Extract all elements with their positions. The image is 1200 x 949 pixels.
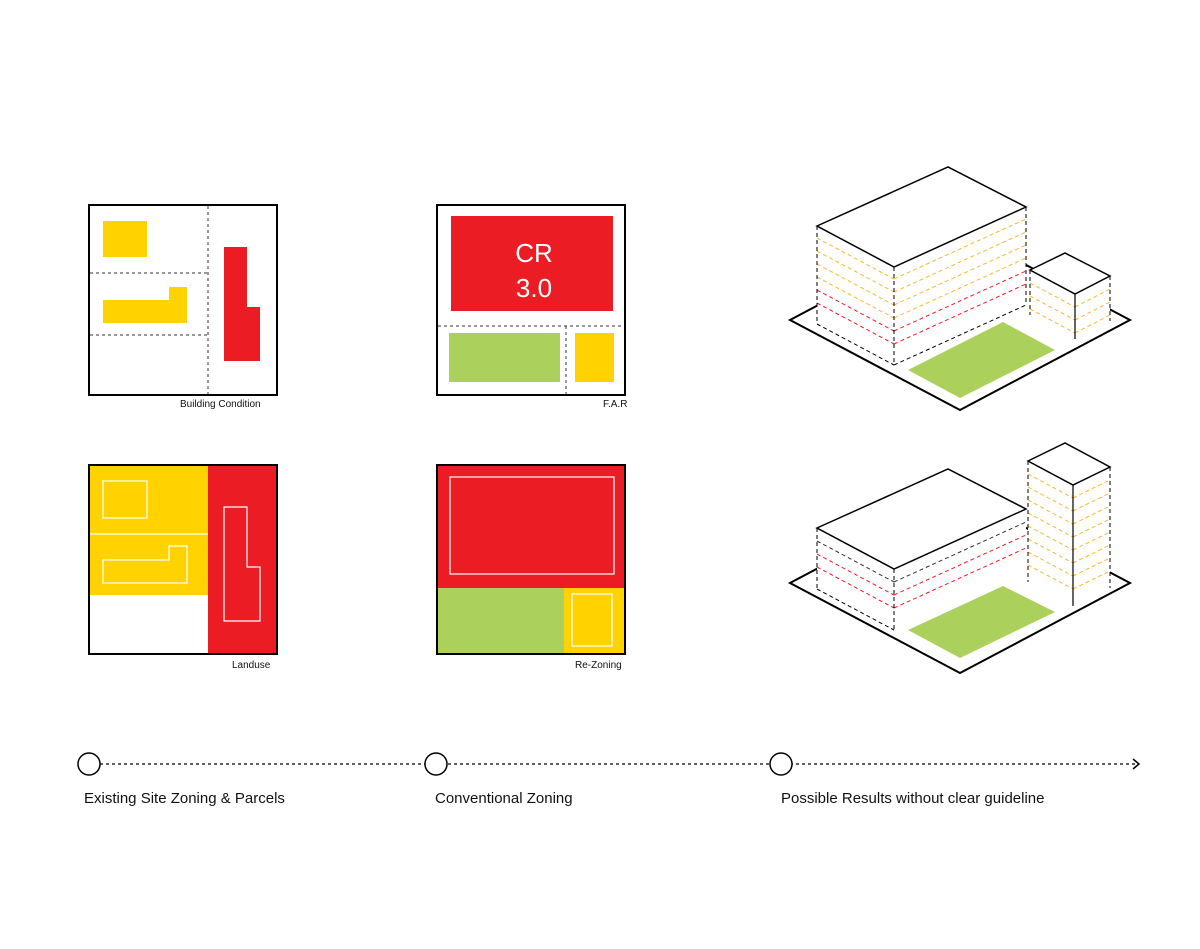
building-face [894, 509, 1026, 630]
building-footprint [103, 287, 187, 323]
rezoning-panel [436, 464, 626, 655]
red-landuse-area [208, 465, 277, 654]
building-condition-caption: Building Condition [180, 399, 261, 410]
building-edges [1027, 461, 1111, 588]
building-edges [816, 528, 895, 631]
building-outline [223, 506, 261, 622]
far-zone-block [451, 216, 613, 311]
building-face [1075, 276, 1110, 339]
rezoning-caption: Re-Zoning [575, 660, 622, 671]
roof-top [815, 468, 1028, 570]
landuse-caption: Landuse [232, 660, 271, 671]
green-space-block [449, 333, 560, 382]
isometric-result-2 [787, 442, 1133, 675]
roof-top [1026, 442, 1112, 486]
building-condition-panel [88, 204, 278, 396]
building-face [1030, 270, 1075, 339]
building-face [817, 528, 894, 630]
arrow-head-icon [1132, 758, 1141, 770]
stage-label-conventional: Conventional Zoning [435, 790, 573, 807]
floor-lines [1027, 473, 1111, 590]
landuse-panel [88, 464, 278, 655]
roof-top [1028, 252, 1112, 295]
floor-lines [816, 218, 1027, 345]
floor-lines [816, 521, 1027, 609]
building-face [1073, 467, 1110, 606]
stage-label-results: Possible Results without clear guideline [781, 790, 1045, 807]
timeline [77, 752, 1141, 776]
timeline-node [769, 752, 793, 776]
building-outline [571, 593, 613, 647]
building-outline [102, 480, 148, 519]
yellow-landuse-area [89, 465, 208, 595]
yellow-zone-block [575, 333, 614, 382]
green-open-space [908, 322, 1055, 398]
building-footprint [224, 247, 260, 361]
panel-frame [436, 464, 626, 655]
stage-label-existing: Existing Site Zoning & Parcels [84, 790, 285, 807]
isometric-result-1 [787, 166, 1133, 412]
panel-frame [88, 464, 278, 655]
red-zone-area [437, 465, 625, 588]
building-edges [816, 207, 1027, 366]
yellow-zone-area [564, 588, 625, 654]
far-caption: F.A.R [603, 399, 628, 410]
zone-code-label: CR [515, 238, 553, 268]
green-open-space [908, 586, 1055, 658]
green-zone-area [437, 588, 564, 654]
timeline-node [77, 752, 101, 776]
timeline-node [424, 752, 448, 776]
floor-lines [1029, 282, 1111, 334]
far-panel: CR 3.0 [436, 204, 626, 396]
building-edges [1029, 270, 1111, 321]
building-outline [102, 545, 188, 584]
roof-top [815, 166, 1028, 268]
building-footprint [103, 221, 147, 257]
far-ratio-label: 3.0 [516, 273, 552, 303]
building-outline [449, 476, 615, 575]
